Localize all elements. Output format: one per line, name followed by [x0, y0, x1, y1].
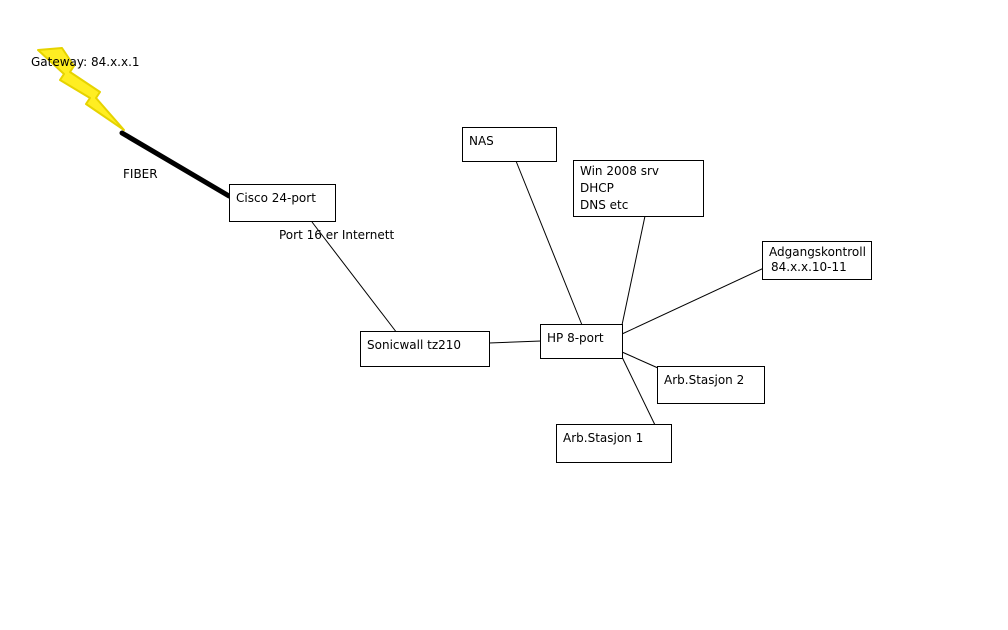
server-node: Win 2008 srv DHCP DNS etc	[573, 160, 704, 217]
gateway-label: Gateway: 84.x.x.1	[31, 55, 140, 69]
hp-switch-node: HP 8-port	[540, 324, 623, 359]
link-cisco-sonicwall	[311, 221, 398, 334]
link-sonicwall-hp	[488, 340, 542, 344]
nas-label: NAS	[469, 134, 494, 148]
link-hp-ws2	[621, 351, 659, 369]
server-label-line2: DHCP	[580, 181, 614, 195]
workstation-2-label: Arb.Stasjon 2	[664, 373, 745, 387]
fiber-link	[119, 130, 232, 199]
workstation-2-node: Arb.Stasjon 2	[657, 366, 765, 404]
link-hp-nas	[515, 160, 583, 326]
nas-node: NAS	[462, 127, 557, 162]
access-control-label-line1: Adgangskontroll	[769, 245, 866, 259]
hp-switch-label: HP 8-port	[547, 331, 604, 345]
server-label-line3: DNS etc	[580, 198, 629, 212]
link-hp-ws1	[621, 356, 656, 426]
link-hp-access	[621, 267, 765, 335]
cisco-switch-label: Cisco 24-port	[236, 191, 316, 205]
sonicwall-label: Sonicwall tz210	[367, 338, 462, 352]
access-control-label-line2: 84.x.x.10-11	[771, 260, 847, 274]
port-note-label: Port 16 er Internett	[279, 228, 395, 242]
cisco-switch-node: Cisco 24-port	[229, 184, 336, 222]
workstation-1-label: Arb.Stasjon 1	[563, 431, 644, 445]
workstation-1-node: Arb.Stasjon 1	[556, 424, 672, 463]
lightning-icon	[37, 47, 125, 131]
fiber-label: FIBER	[123, 167, 158, 181]
server-label-line1: Win 2008 srv	[580, 164, 659, 178]
access-control-node: Adgangskontroll 84.x.x.10-11	[762, 241, 872, 280]
sonicwall-node: Sonicwall tz210	[360, 331, 490, 367]
link-hp-win	[621, 215, 646, 326]
